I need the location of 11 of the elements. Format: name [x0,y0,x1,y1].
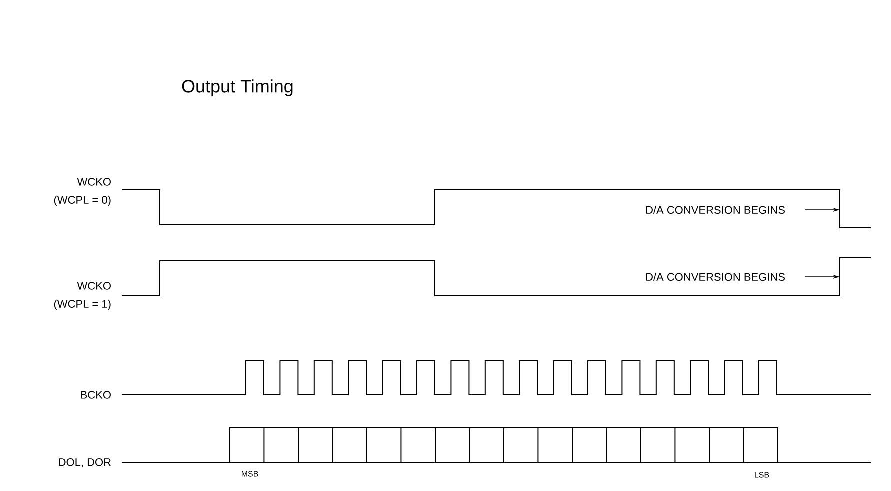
signal-name: WCKO [77,282,111,290]
bit-label: MSB [242,471,258,477]
title: Output Timing [182,80,293,96]
annotation-text: D/A CONVERSION BEGINS [646,206,785,214]
signal-name: WCKO [77,178,111,186]
signal-condition: (WCPL = 1) [54,300,111,310]
annotation-text: D/A CONVERSION BEGINS [646,272,785,282]
bit-label: LSB [755,472,770,478]
signal-name: BCKO [81,391,111,399]
signal-name: DOL, DOR [59,458,111,468]
signal-condition: (WCPL = 0) [54,196,111,206]
